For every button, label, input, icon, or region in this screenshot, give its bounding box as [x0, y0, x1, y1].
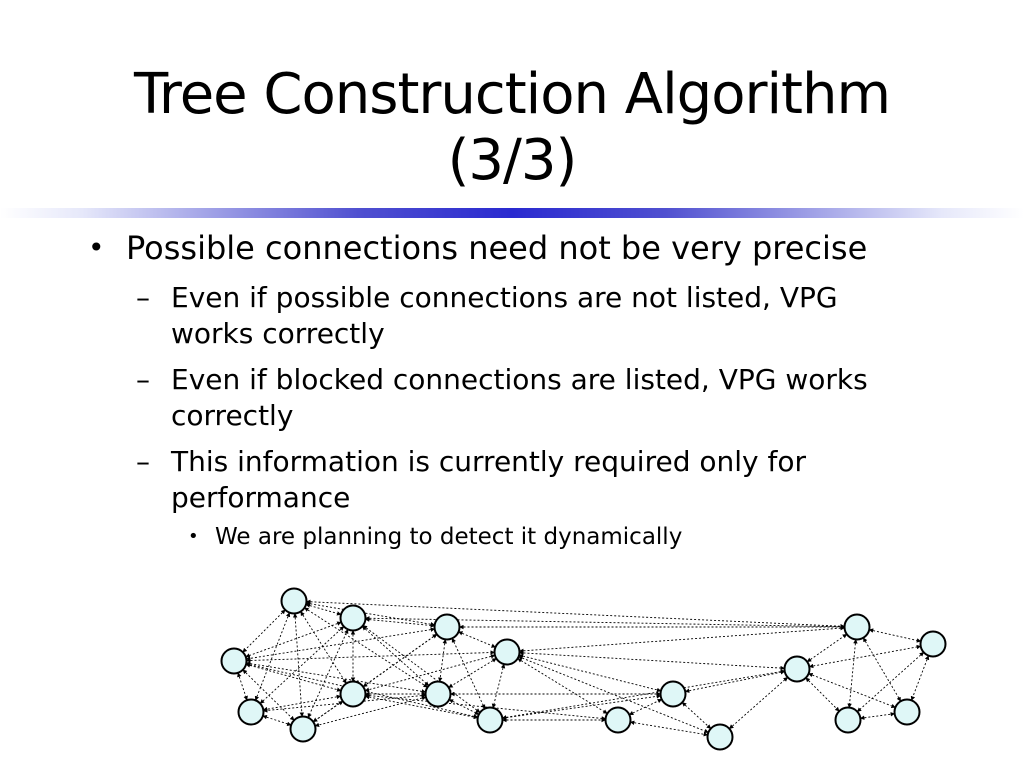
- graph-edge: [856, 651, 925, 713]
- graph-edge: [448, 699, 480, 715]
- graph-edge: [262, 694, 342, 712]
- sub-bullet-1-line-2: works correctly: [171, 317, 385, 350]
- graph-edge: [245, 621, 342, 658]
- title-divider: [0, 208, 1024, 218]
- graph-edge: [519, 650, 785, 671]
- graph-node: [783, 655, 811, 683]
- graph-edge: [438, 638, 447, 683]
- graph-edge: [491, 663, 506, 709]
- graph-node: [919, 630, 947, 658]
- graph-edge: [805, 677, 840, 712]
- graph-edge: [628, 698, 663, 716]
- graph-node: [339, 680, 367, 708]
- graph-edge: [629, 720, 709, 737]
- graph-nodes: [220, 587, 947, 751]
- graph-edge: [314, 695, 427, 728]
- graph-edge: [847, 638, 858, 709]
- graph-edge: [681, 702, 712, 729]
- graph-edge: [364, 693, 607, 721]
- graph-edge: [808, 672, 896, 709]
- graph-edge: [364, 617, 436, 628]
- sub-bullet-2-line-2: correctly: [171, 399, 294, 432]
- graph-edge: [808, 644, 922, 669]
- bullet-text: Possible connections need not be very pr…: [126, 229, 868, 267]
- bullet-marker-small: •: [188, 526, 199, 547]
- sub-sub-bullet-text: We are planning to detect it dynamically: [215, 524, 683, 550]
- graph-node: [280, 587, 308, 615]
- graph-node: [706, 723, 734, 751]
- graph-edges: [237, 599, 930, 737]
- dash-marker: –: [136, 363, 150, 396]
- graph-node: [237, 698, 265, 726]
- graph-edge: [910, 655, 930, 701]
- graph-node: [893, 698, 921, 726]
- graph-node: [424, 680, 452, 708]
- graph-node: [289, 715, 317, 743]
- dash-marker: –: [136, 281, 150, 314]
- graph-edge: [451, 637, 486, 710]
- graph-edge: [262, 715, 292, 726]
- graph-node: [339, 604, 367, 632]
- graph-edge: [729, 676, 788, 730]
- bullet-marker: •: [88, 231, 105, 264]
- graph-edge: [519, 625, 845, 654]
- graph-node: [659, 680, 687, 708]
- graph-edge: [458, 631, 496, 648]
- graph-edge: [868, 628, 922, 643]
- title-line-2: (3/3): [447, 128, 578, 193]
- graph-edge: [242, 609, 286, 653]
- graph-edge: [246, 650, 495, 663]
- graph-node: [476, 706, 504, 734]
- network-graph: [220, 587, 947, 751]
- graph-edge: [501, 694, 662, 720]
- graph-edge: [859, 712, 896, 720]
- graph-edge: [245, 627, 436, 661]
- title-line-1: Tree Construction Algorithm: [133, 62, 891, 127]
- graph-node: [493, 638, 521, 666]
- sub-bullet-1-line-1: Even if possible connections are not lis…: [171, 281, 838, 314]
- graph-edge: [312, 633, 438, 723]
- graph-node: [220, 647, 248, 675]
- graph-edge: [259, 626, 345, 704]
- graph-edge: [806, 633, 848, 663]
- graph-edge: [862, 637, 902, 702]
- sub-bullet-2-line-1: Even if blocked connections are listed, …: [171, 363, 868, 396]
- graph-node: [433, 613, 461, 641]
- graph-node: [604, 706, 632, 734]
- sub-bullet-3-line-1: This information is currently required o…: [171, 445, 806, 478]
- graph-edge: [364, 694, 479, 720]
- graph-node: [843, 613, 871, 641]
- graph-edge: [306, 599, 845, 629]
- dash-marker: –: [136, 445, 150, 478]
- slide-title: Tree Construction Algorithm (3/3): [40, 62, 984, 194]
- graph-edge: [684, 670, 786, 693]
- graph-edge: [501, 669, 786, 720]
- graph-edge: [237, 672, 248, 701]
- graph-node: [834, 706, 862, 734]
- graph-edge: [292, 613, 305, 717]
- sub-bullet-3-line-2: performance: [171, 481, 351, 514]
